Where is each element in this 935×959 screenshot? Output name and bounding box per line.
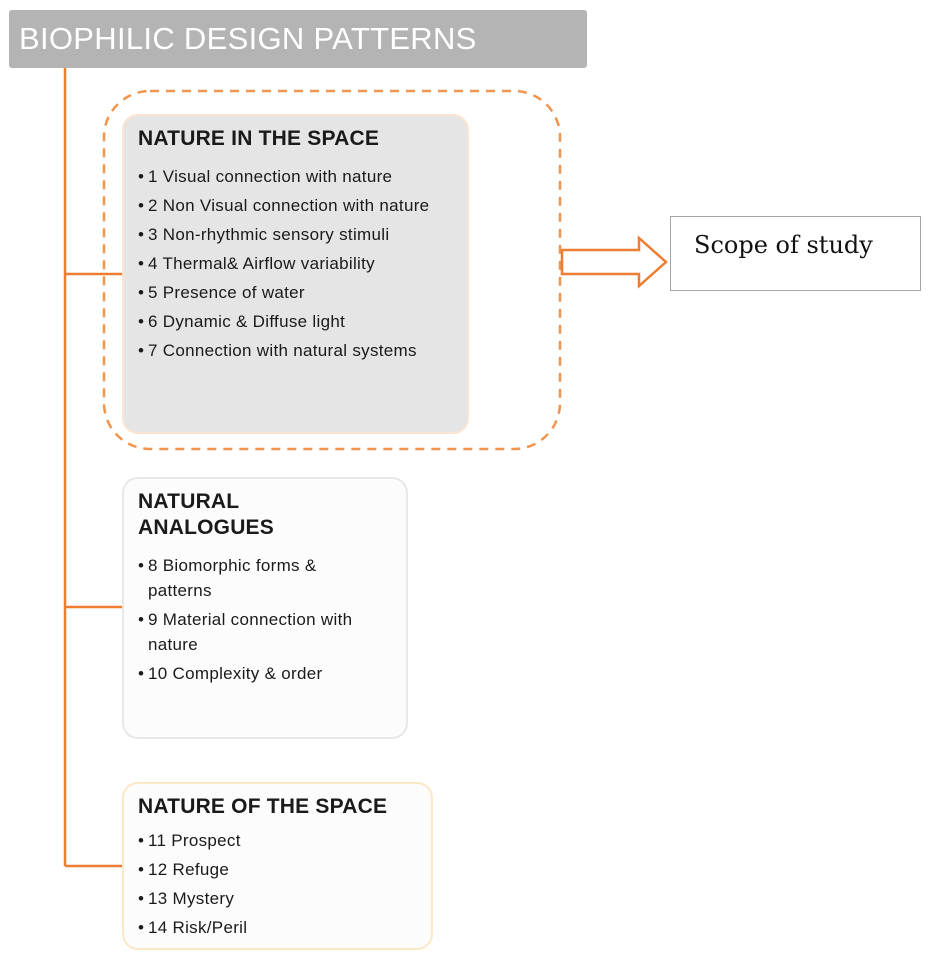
pattern-list: 1 Visual connection with nature 2 Non Vi… — [138, 164, 451, 363]
pattern-list: 8 Biomorphic forms & patterns 9 Material… — [138, 553, 390, 686]
pattern-list: 11 Prospect 12 Refuge 13 Mystery 14 Risk… — [138, 828, 415, 940]
pattern-item: 11 Prospect — [138, 828, 415, 853]
pattern-item: 2 Non Visual connection with nature — [138, 193, 451, 218]
group-box-natural-analogues: NATURAL ANALOGUES 8 Biomorphic forms & p… — [122, 477, 408, 739]
group-box-nature-of-the-space: NATURE OF THE SPACE 11 Prospect 12 Refug… — [122, 782, 433, 950]
pattern-item: 6 Dynamic & Diffuse light — [138, 309, 451, 334]
pattern-item: 7 Connection with natural systems — [138, 338, 451, 363]
diagram-title: BIOPHILIC DESIGN PATTERNS — [9, 10, 587, 68]
group-box-nature-in-the-space: NATURE IN THE SPACE 1 Visual connection … — [122, 114, 469, 434]
scope-arrow — [560, 235, 668, 289]
pattern-item: 10 Complexity & order — [138, 661, 390, 686]
pattern-item: 1 Visual connection with nature — [138, 164, 451, 189]
group-heading: NATURAL ANALOGUES — [138, 490, 274, 539]
group-heading: NATURE OF THE SPACE — [138, 795, 388, 818]
pattern-item: 3 Non-rhythmic sensory stimuli — [138, 222, 451, 247]
pattern-item: 5 Presence of water — [138, 280, 451, 305]
pattern-item: 4 Thermal& Airflow variability — [138, 251, 451, 276]
pattern-item: 14 Risk/Peril — [138, 915, 415, 940]
scope-of-study-box: Scope of study — [670, 216, 921, 291]
pattern-item: 8 Biomorphic forms & patterns — [138, 553, 363, 603]
pattern-item: 13 Mystery — [138, 886, 415, 911]
group-heading: NATURE IN THE SPACE — [138, 127, 380, 150]
pattern-item: 12 Refuge — [138, 857, 415, 882]
pattern-item: 9 Material connection with nature — [138, 607, 373, 657]
